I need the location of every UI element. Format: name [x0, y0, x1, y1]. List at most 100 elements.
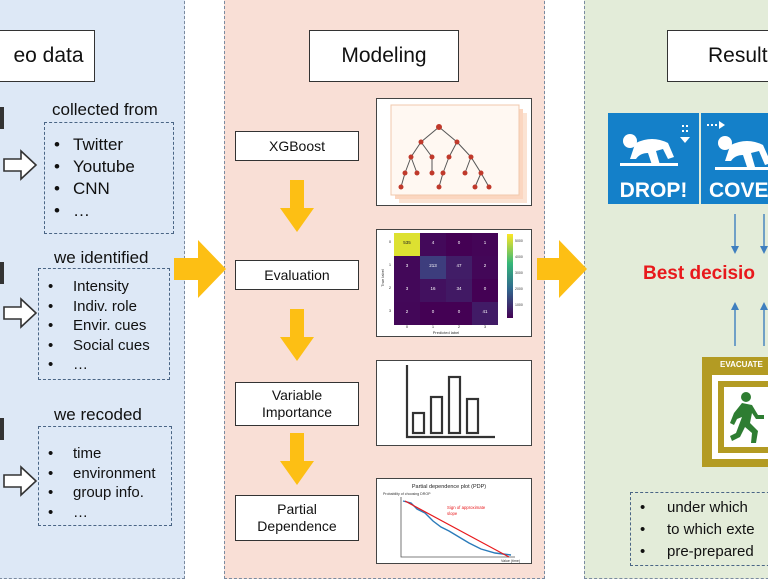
cm-ytick: 0 [389, 239, 392, 244]
cm-cell [472, 302, 498, 325]
cm-colorbar-tick: 5000 [515, 239, 523, 243]
list-recoded: time environment group info. … [38, 426, 172, 526]
cover-sign-icon [707, 121, 768, 170]
cm-cell [420, 302, 446, 325]
step-label: Evaluation [264, 266, 330, 283]
list-item: … [45, 200, 173, 222]
thumb-confusion-matrix: 535 4 0 1 3 213 47 2 3 16 34 0 2 0 0 41 … [376, 229, 532, 337]
cm-ytick: 1 [389, 262, 392, 267]
cm-value: 0 [432, 309, 435, 314]
pdp-slope-line [404, 500, 510, 558]
pdp-xlabel: Value (time) [501, 559, 520, 563]
step-label: Partial Dependence [257, 501, 337, 534]
step-label: XGBoost [268, 137, 326, 154]
down-arrow-icon [280, 309, 314, 361]
cm-xtick: 1 [432, 324, 435, 329]
pdp-title: Partial dependence plot (PDP) [412, 484, 486, 490]
arrow-mid-to-right-icon [537, 240, 587, 298]
best-decision-label: Best decisio [643, 263, 755, 284]
cm-colorbar [507, 234, 513, 318]
drop-sign: DROP! [608, 113, 699, 204]
cm-xtick: 0 [406, 324, 409, 329]
thin-arrows-up-icon [731, 302, 768, 346]
cm-cell [394, 302, 420, 325]
bar-chart-icon [405, 365, 495, 439]
section-label-collected: collected from [52, 100, 158, 119]
pdp-chart: Partial dependence plot (PDP) Probabilit… [383, 484, 520, 563]
pdp-annotation-line2: slope [447, 511, 458, 516]
down-arrow-icon [280, 433, 314, 485]
cm-cell [420, 256, 446, 279]
evacuate-sign-text: EVACUATE [720, 360, 763, 369]
list-item: to which exte [631, 519, 768, 541]
panel-title-modeling: Modeling [309, 30, 459, 82]
cm-colorbar-tick: 1000 [515, 303, 523, 307]
down-arrow-icon [280, 180, 314, 232]
list-item: Envir. cues [39, 316, 169, 336]
list-item: CNN [45, 178, 173, 200]
cm-value: 34 [456, 286, 462, 291]
hollow-arrow-icon [3, 149, 38, 181]
list-result: under which to which exte pre-prepared [630, 492, 768, 566]
list-item: Intensity [39, 277, 169, 297]
cm-cell [472, 233, 498, 256]
evacuate-sign: EVACUATE [702, 357, 768, 467]
cm-cell [394, 233, 420, 256]
cm-cell [446, 279, 472, 302]
list-item: Indiv. role [39, 297, 169, 317]
hollow-arrow-icon [3, 465, 38, 497]
panel-title-data-text: eo data [13, 44, 84, 67]
cm-cell [420, 279, 446, 302]
cm-cell [446, 256, 472, 279]
step-xgboost: XGBoost [235, 131, 359, 161]
cm-colorbar-tick: 4000 [515, 255, 523, 259]
cm-value: 3 [406, 263, 409, 268]
cm-value: 4 [432, 240, 435, 245]
section-label-recoded: we recoded [54, 405, 142, 424]
list-item: Twitter [45, 134, 173, 156]
drop-sign-icon [620, 125, 690, 166]
cm-value: 535 [403, 240, 411, 245]
cm-cell [446, 302, 472, 325]
cm-cell [394, 256, 420, 279]
cm-cell [420, 233, 446, 256]
cm-ylabel: True label [380, 269, 385, 287]
thumb-variable-importance [376, 360, 532, 446]
cm-value: 2 [484, 263, 487, 268]
hollow-arrow-icon [3, 297, 38, 329]
exit-sign-icon [712, 375, 768, 459]
cm-value: 0 [458, 309, 461, 314]
step-partial-dependence: Partial Dependence [235, 495, 359, 541]
list-item: group info. [39, 483, 171, 503]
list-item: time [39, 444, 171, 464]
panel-title-modeling-text: Modeling [341, 44, 427, 67]
step-label: Variable Importance [261, 387, 333, 420]
cm-value: 213 [429, 263, 437, 268]
list-item: Social cues [39, 336, 169, 356]
decision-tree-icon [390, 104, 527, 203]
cm-value: 41 [482, 309, 488, 314]
pdp-ylabel: Probability of choosing DROP [383, 492, 431, 496]
cm-colorbar-tick: 3000 [515, 271, 523, 275]
panel-title-result: Result [667, 30, 768, 82]
cm-value: 3 [406, 286, 409, 291]
cm-xlabel: Predicted label [433, 330, 460, 335]
cm-xtick: 3 [484, 324, 487, 329]
list-item: … [39, 355, 169, 375]
drop-sign-text: DROP! [619, 179, 688, 202]
thin-arrows-down-icon [731, 214, 768, 254]
cm-xtick: 2 [458, 324, 461, 329]
cover-sign-text: COVER [709, 179, 768, 202]
thumb-pdp: Partial dependence plot (PDP) Probabilit… [376, 478, 532, 564]
list-item: pre-prepared [631, 541, 768, 563]
cm-value: 47 [456, 263, 462, 268]
pdp-curve [402, 500, 512, 556]
list-item: Youtube [45, 156, 173, 178]
cm-value: 0 [484, 286, 487, 291]
list-identified: Intensity Indiv. role Envir. cues Social… [38, 268, 170, 380]
cm-colorbar-tick: 2000 [515, 287, 523, 291]
cm-cell [446, 233, 472, 256]
cm-value: 0 [458, 240, 461, 245]
list-item: under which [631, 497, 768, 519]
list-item: environment [39, 464, 171, 484]
